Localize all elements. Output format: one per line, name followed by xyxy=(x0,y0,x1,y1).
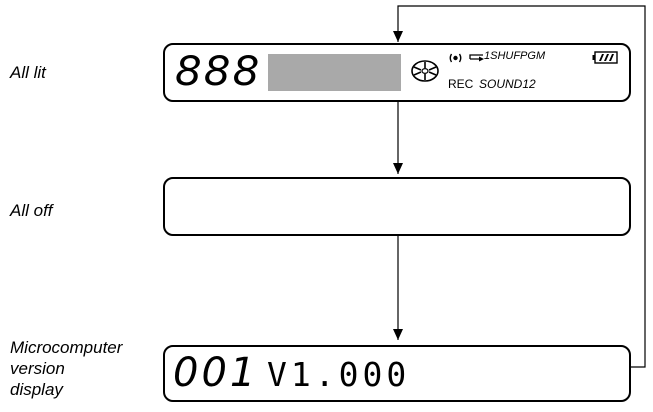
version-track-digits: 001 xyxy=(173,350,259,396)
version-text: V1.000 xyxy=(267,355,411,394)
lit-digits: 888 xyxy=(174,49,262,95)
label-micro-line2: version xyxy=(10,359,65,378)
disc-icon xyxy=(411,60,439,82)
indicator-shuf-pgm: 1SHUFPGM xyxy=(484,50,546,62)
repeat-arrow-icon xyxy=(469,54,484,62)
label-micro-line3: display xyxy=(10,380,63,399)
loop-back-line xyxy=(397,5,646,368)
indicator-sound: SOUND12 xyxy=(479,77,536,91)
indicator-rec: REC xyxy=(448,77,474,91)
broadcast-icon xyxy=(449,53,462,63)
label-micro-line1: Microcomputer xyxy=(10,338,123,357)
label-micro: Microcomputer version display xyxy=(10,337,122,400)
display-all-lit: 888 1SHUFPGM REC SOUND12 xyxy=(163,43,631,102)
display-version: 001 V1.000 xyxy=(163,345,631,402)
battery-icon xyxy=(592,51,618,64)
label-all-off: All off xyxy=(10,201,53,220)
text-bar xyxy=(268,54,401,91)
label-all-lit: All lit xyxy=(10,63,46,82)
display-all-off xyxy=(163,177,631,236)
